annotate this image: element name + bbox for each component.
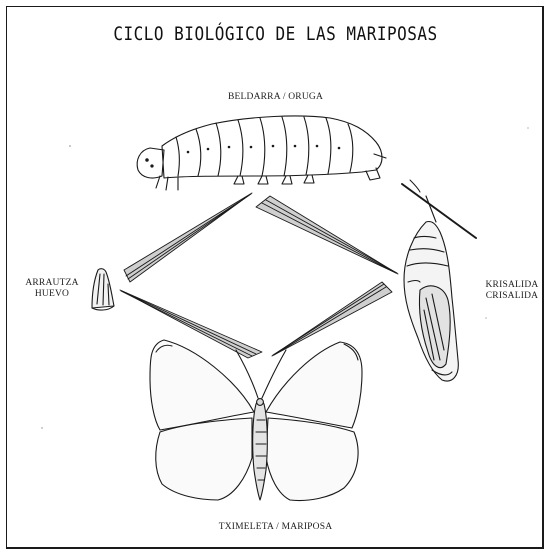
caterpillar-illustration	[137, 116, 386, 190]
egg-illustration	[92, 269, 114, 310]
chrysalis-illustration	[402, 180, 476, 381]
butterfly-illustration	[150, 340, 362, 501]
arrow-larva-to-pupa	[256, 196, 398, 274]
cycle-arrows	[120, 193, 398, 358]
